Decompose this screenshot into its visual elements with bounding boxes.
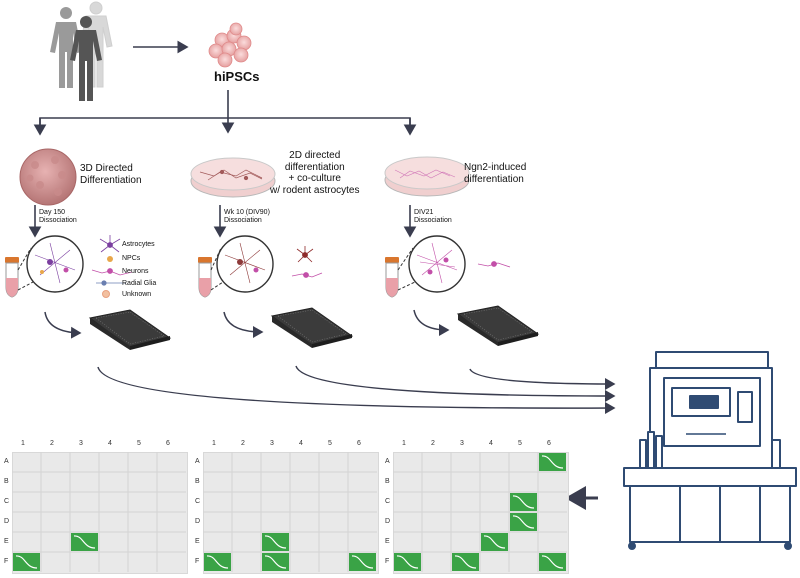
plate-column-label: 4 [489, 440, 493, 447]
cell-magnifier-3d [26, 235, 84, 293]
plate-row-label: B [4, 478, 9, 485]
plate-column-label: 2 [50, 440, 54, 447]
step-label-2d: Wk 10 (DIV90) Dissociation [224, 209, 270, 225]
plate-column-label: 3 [79, 440, 83, 447]
plate-column-label: 5 [137, 440, 141, 447]
plate-row-label: C [4, 498, 10, 505]
neuron-ngn2-icon [477, 261, 511, 268]
plate-3d-icon [88, 309, 172, 350]
petri-dish-ngn2-icon [384, 156, 470, 197]
unknown-cell-icon [102, 290, 110, 298]
petri-dish-2d-icon [190, 157, 276, 198]
plate-row-label: D [4, 518, 10, 525]
plate-row-label: E [195, 538, 200, 545]
plate-wells [203, 452, 377, 572]
plate-row-label: D [385, 518, 391, 525]
neuron-2d-icon [291, 272, 323, 278]
tube-ngn2-icon [385, 247, 416, 298]
positive-well [452, 553, 479, 571]
plate-row-label: B [195, 478, 200, 485]
plate-row-label: E [4, 538, 9, 545]
branch-arrows [33, 90, 417, 136]
neuron-icon [91, 268, 133, 276]
plate-row-label: F [195, 558, 200, 565]
plate-column-label: 6 [357, 440, 361, 447]
plate-wells [12, 452, 186, 572]
positive-well [262, 533, 289, 551]
method-title-2d: 2D directed differentiation + co-culture… [270, 150, 360, 196]
positive-well [262, 553, 289, 571]
tube-3d-icon [5, 247, 34, 298]
plate-row-label: C [385, 498, 391, 505]
positive-well [71, 533, 98, 551]
plate-column-label: 3 [460, 440, 464, 447]
legend-label-astrocytes: Astrocytes [122, 241, 155, 248]
method-title-ngn2: Ngn2-induced differentiation [464, 162, 527, 185]
npc-icon [107, 256, 113, 262]
plate-row-label: E [385, 538, 390, 545]
plate-column-label: 2 [241, 440, 245, 447]
plate-column-label: 2 [431, 440, 435, 447]
positive-well [510, 513, 537, 531]
positive-well [539, 453, 566, 471]
human-donors-icon [50, 1, 113, 101]
organoid-icon [19, 148, 77, 206]
positive-well [539, 553, 566, 571]
ipsc-colony-icon [208, 22, 252, 68]
plate-column-label: 6 [547, 440, 551, 447]
positive-well [394, 553, 421, 571]
plate-row-label: C [195, 498, 201, 505]
radial-glia-icon [96, 280, 126, 286]
astrocyte-2d-icon [296, 246, 314, 263]
cell-magnifier-ngn2 [408, 235, 466, 293]
instrument-arrows [97, 365, 616, 415]
positive-well [13, 553, 40, 571]
plate-arrows [44, 309, 450, 339]
source-label: hiPSCs [214, 69, 260, 84]
positive-well [349, 553, 376, 571]
plate-column-label: 5 [518, 440, 522, 447]
dissociation-arrows [28, 205, 417, 238]
positive-well [510, 493, 537, 511]
plate-2d-icon [270, 307, 354, 348]
legend-label-unknown: Unknown [122, 291, 152, 298]
flow-cytometer-icon [623, 351, 797, 550]
plate-column-label: 6 [166, 440, 170, 447]
plate-column-label: 5 [328, 440, 332, 447]
plate-column-label: 3 [270, 440, 274, 447]
step-label-ngn2: DIV21 Dissociation [414, 209, 452, 225]
legend-label-neurons: Neurons [122, 268, 149, 275]
legend-label-radial-glia: Radial Glia [122, 280, 157, 287]
plate-ngn2-icon [456, 305, 540, 346]
astrocyte-icon [99, 235, 121, 253]
plate-row-label: F [385, 558, 390, 565]
plate-row-label: A [4, 458, 9, 465]
cell-magnifier-2d [216, 235, 274, 293]
plate-row-label: B [385, 478, 390, 485]
plate-column-label: 1 [212, 440, 216, 447]
method-title-3d: 3D Directed Differentiation [80, 163, 142, 186]
plate-row-label: A [385, 458, 390, 465]
plate-column-label: 4 [108, 440, 112, 447]
positive-well [481, 533, 508, 551]
step-label-3d: Day 150 Dissociation [39, 209, 77, 225]
legend-label-npcs: NPCs [122, 255, 141, 262]
plate-row-label: A [195, 458, 200, 465]
plate-row-label: D [195, 518, 201, 525]
positive-well [204, 553, 231, 571]
plate-column-label: 1 [21, 440, 25, 447]
plate-wells [393, 452, 567, 572]
plate-column-label: 4 [299, 440, 303, 447]
plate-column-label: 1 [402, 440, 406, 447]
plate-row-label: F [4, 558, 9, 565]
